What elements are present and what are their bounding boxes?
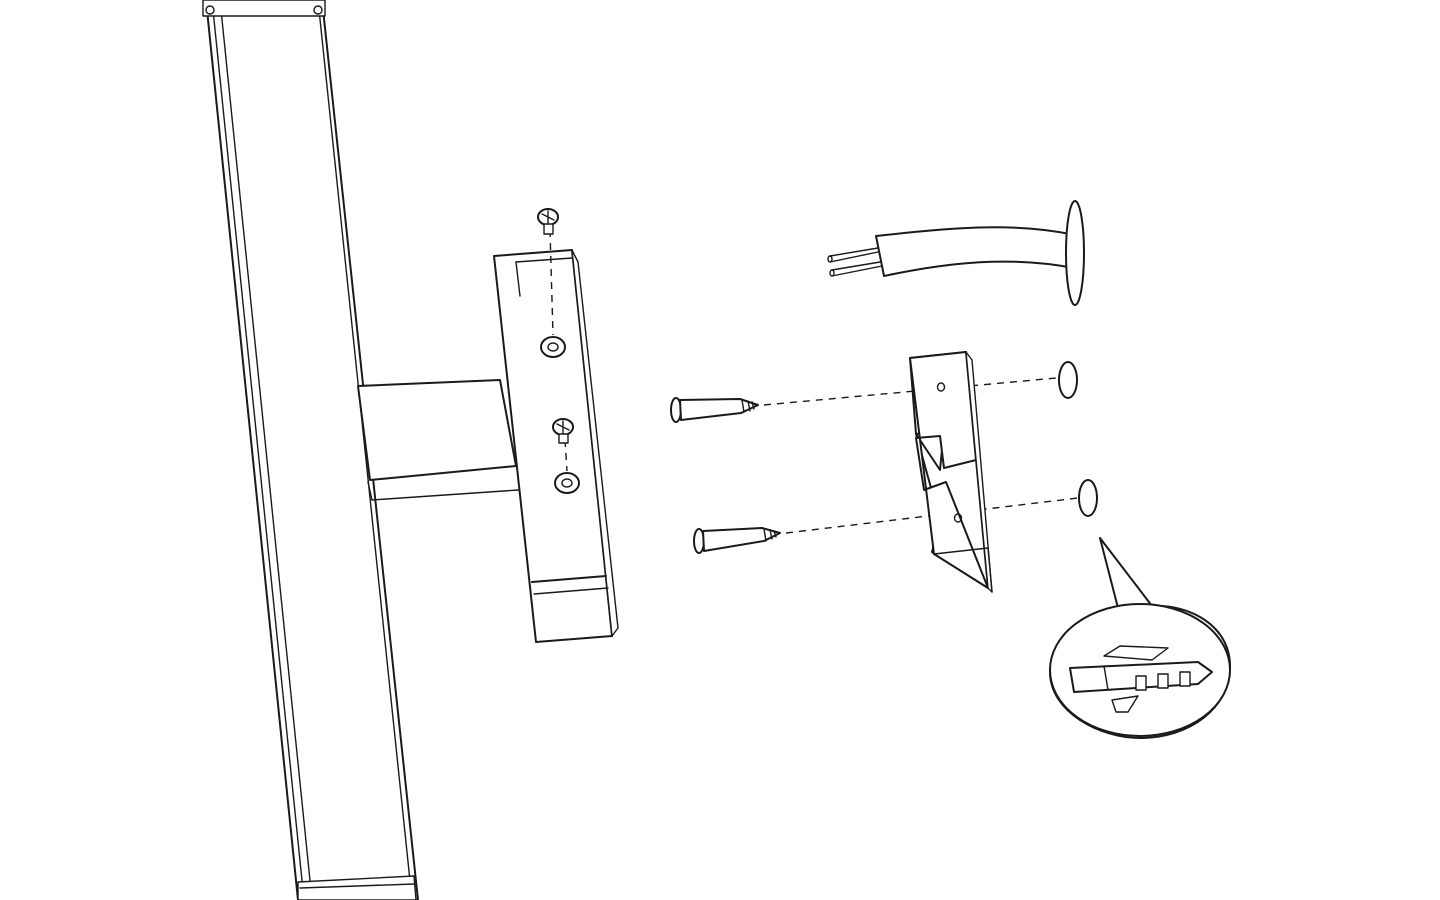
power-cable: [827, 200, 1085, 306]
t-mount-bracket: [357, 249, 619, 643]
wall-plug-icon: [1069, 645, 1213, 713]
wall-plug-callout: [1049, 537, 1231, 739]
wall-screw-bottom: [693, 527, 781, 554]
wall-hole-bottom: [1078, 479, 1098, 517]
bracket-hole-bottom: [554, 472, 580, 494]
mount-screw-top: [537, 208, 559, 235]
lamp-tube: [202, 0, 419, 900]
wall-screw-top: [670, 397, 759, 423]
bracket-hole-top: [540, 336, 566, 358]
wall-hole-top: [1058, 361, 1078, 399]
wall-plate: [909, 351, 993, 593]
mount-screw-bottom: [552, 418, 574, 444]
